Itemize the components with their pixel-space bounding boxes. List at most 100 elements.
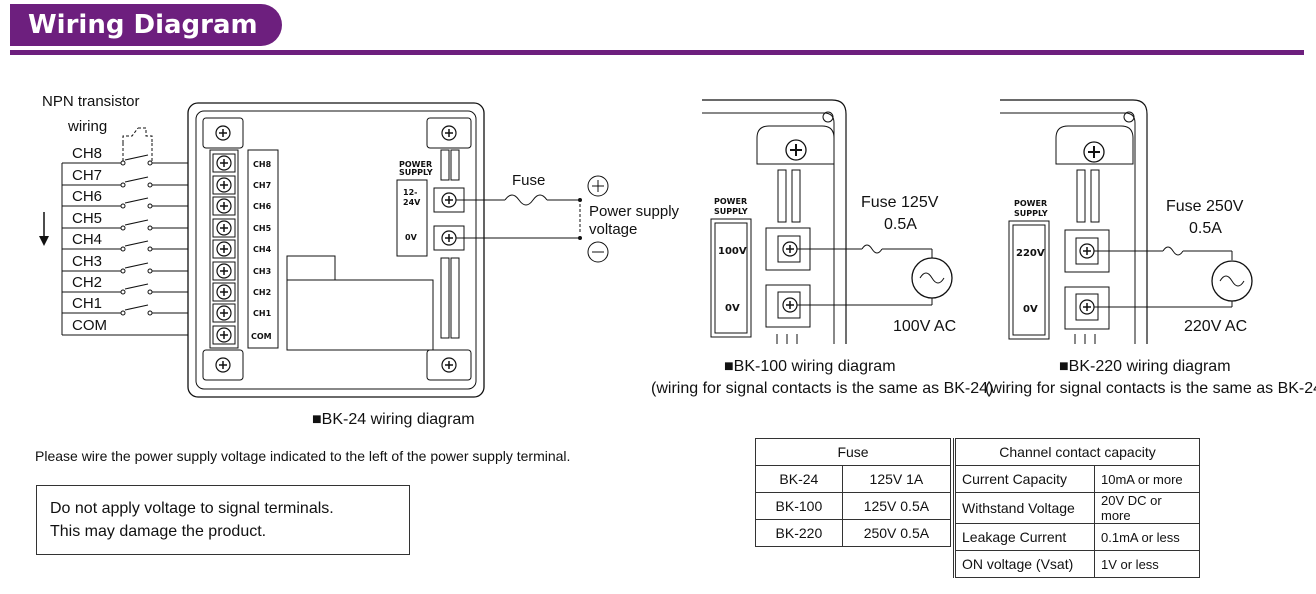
- switch-contact: [147, 225, 153, 231]
- bk220-fuse-label-1: Fuse 250V: [1166, 198, 1244, 215]
- switch-contact: [147, 203, 153, 209]
- bk24-voltage-top-2: 24V: [403, 198, 421, 207]
- capacity-table: Channel contact capacity Current Capacit…: [953, 438, 1200, 578]
- channel-label-ch5: CH5: [72, 210, 102, 227]
- terminal-label-ch5: CH5: [253, 224, 272, 233]
- bk220-diagram: POWER SUPPLY 220V 0V Fuse 250V 0.5A 220V…: [985, 99, 1316, 397]
- switch-contact: [120, 246, 126, 252]
- bk220-fuse-label-2: 0.5A: [1189, 220, 1222, 237]
- switch-contact: [120, 203, 126, 209]
- channel-label-ch7: CH7: [72, 167, 102, 184]
- bk24-power-label-1: POWER: [399, 160, 432, 169]
- bk220-power-label-1: POWER: [1014, 199, 1047, 208]
- terminal-screw-icon: [216, 241, 232, 257]
- fuse-table-header: Fuse: [755, 438, 951, 466]
- bk24-supply-label-2: voltage: [589, 221, 637, 238]
- table-cell: 125V 1A: [841, 465, 952, 493]
- table-cell: 250V 0.5A: [841, 519, 952, 547]
- bk100-voltage-top: 100V: [718, 246, 747, 257]
- table-row: BK-220 250V 0.5A: [755, 519, 952, 547]
- bk220-subcaption: (wiring for signal contacts is the same …: [985, 380, 1316, 397]
- switch-contact: [147, 289, 153, 295]
- power-supply-note: Please wire the power supply voltage ind…: [35, 448, 571, 464]
- bk220-caption: ■BK-220 wiring diagram: [1059, 358, 1231, 375]
- terminal-label-ch7: CH7: [253, 181, 271, 190]
- table-cell: 1V or less: [1094, 550, 1200, 578]
- table-cell: 20V DC or more: [1094, 492, 1200, 524]
- switch-blade: [124, 176, 149, 183]
- table-row: Leakage Current 0.1mA or less: [954, 523, 1200, 551]
- table-row: Current Capacity 10mA or more: [954, 465, 1200, 493]
- terminal-screw-icon: [216, 177, 232, 193]
- bk24-fuse-label: Fuse: [512, 172, 545, 189]
- channel-label-ch4: CH4: [72, 231, 102, 248]
- minus-icon: [587, 241, 609, 263]
- switch-blade: [124, 283, 149, 290]
- switch-blade: [124, 197, 149, 204]
- terminal-screw-icon: [216, 263, 232, 279]
- terminal-screw-icon: [216, 284, 232, 300]
- terminal-screw-icon: [216, 220, 232, 236]
- title-rule: [10, 50, 1304, 55]
- switch-contact: [147, 246, 153, 252]
- table-cell: BK-220: [755, 519, 843, 547]
- terminal-label-ch8: CH8: [253, 160, 272, 169]
- bk24-supply-label-1: Power supply: [589, 203, 680, 220]
- bk100-diagram: POWER SUPPLY 100V 0V Fuse 125V 0.5A 100V…: [651, 99, 993, 397]
- table-cell: 125V 0.5A: [841, 492, 952, 520]
- channel-label-ch3: CH3: [72, 253, 102, 270]
- warning-box: Do not apply voltage to signal terminals…: [36, 485, 410, 555]
- bk100-caption: ■BK-100 wiring diagram: [724, 358, 896, 375]
- bk100-fuse-label-1: Fuse 125V: [861, 194, 939, 211]
- switch-contact: [147, 268, 153, 274]
- terminal-label-ch3: CH3: [253, 267, 271, 276]
- switch-blade: [124, 304, 149, 311]
- warning-line-2: This may damage the product.: [50, 523, 267, 540]
- switch-contact: [120, 160, 126, 166]
- bk220-power-label-2: SUPPLY: [1014, 209, 1048, 218]
- table-cell: ON voltage (Vsat): [954, 550, 1095, 578]
- bk24-voltage-bottom: 0V: [405, 233, 418, 242]
- switch-blade: [124, 262, 149, 269]
- bk100-subcaption: (wiring for signal contacts is the same …: [651, 380, 993, 397]
- switch-contact: [120, 310, 126, 316]
- switch-contact: [120, 268, 126, 274]
- terminal-label-ch2: CH2: [253, 288, 271, 297]
- terminal-label-ch6: CH6: [253, 202, 272, 211]
- terminal-screw-icon: [216, 305, 232, 321]
- npn-label-line1: NPN transistor: [42, 93, 140, 110]
- switch-contact: [147, 182, 153, 188]
- channel-label-ch1: CH1: [72, 295, 102, 312]
- npn-label-line2: wiring: [67, 118, 107, 135]
- channel-label-ch6: CH6: [72, 188, 102, 205]
- plus-icon: [587, 175, 609, 197]
- bk100-power-label-1: POWER: [714, 197, 747, 206]
- bk24-diagram: NPN transistor wiring CH8 CH7 CH6 CH5 CH…: [39, 93, 680, 428]
- bk100-fuse-label-2: 0.5A: [884, 216, 917, 233]
- bk100-voltage-bottom: 0V: [725, 303, 740, 314]
- table-cell: Withstand Voltage: [954, 492, 1095, 524]
- channel-label-ch8: CH8: [72, 145, 102, 162]
- table-row: BK-24 125V 1A: [755, 465, 952, 493]
- terminal-label-com: COM: [251, 332, 272, 341]
- terminal-screw-icon: [216, 327, 232, 343]
- table-cell: 10mA or more: [1094, 465, 1200, 493]
- switch-contact: [120, 182, 126, 188]
- channel-label-com: COM: [72, 317, 107, 334]
- terminal-label-ch1: CH1: [253, 309, 272, 318]
- switch-contact: [120, 225, 126, 231]
- bk100-power-label-2: SUPPLY: [714, 207, 748, 216]
- bk24-power-label-2: SUPPLY: [399, 168, 433, 177]
- table-cell: Leakage Current: [954, 523, 1095, 551]
- fuse-table: Fuse BK-24 125V 1A BK-100 125V 0.5A BK-2…: [755, 438, 952, 547]
- switch-blade: [124, 154, 149, 161]
- bk24-caption: ■BK-24 wiring diagram: [312, 411, 475, 428]
- table-cell: BK-24: [755, 465, 843, 493]
- table-row: BK-100 125V 0.5A: [755, 492, 952, 520]
- bk24-voltage-top-1: 12-: [403, 188, 417, 197]
- table-row: Withstand Voltage 20V DC or more: [954, 492, 1200, 524]
- switch-contact: [120, 289, 126, 295]
- terminal-screw-icon: [216, 155, 232, 171]
- warning-line-1: Do not apply voltage to signal terminals…: [50, 500, 334, 517]
